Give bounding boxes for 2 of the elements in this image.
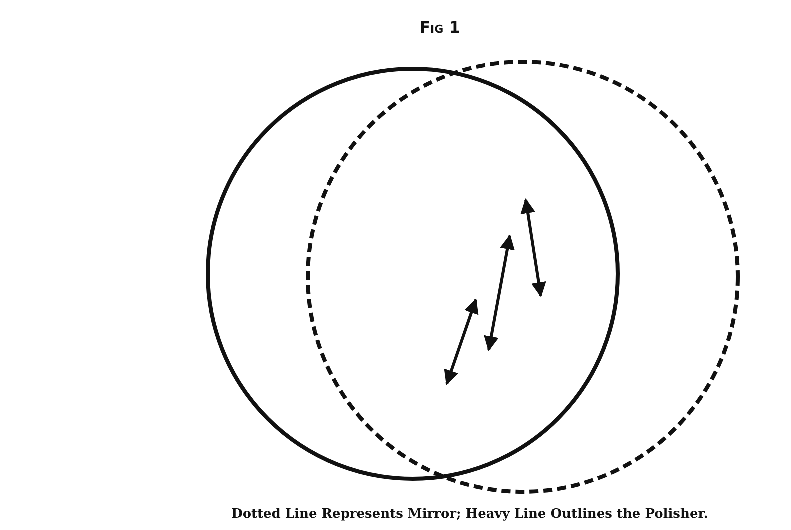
figure-title: Fig 1 <box>418 18 462 37</box>
figure-caption: Dotted Line Represents Mirror; Heavy Line Outlines the Polisher. <box>230 507 710 522</box>
